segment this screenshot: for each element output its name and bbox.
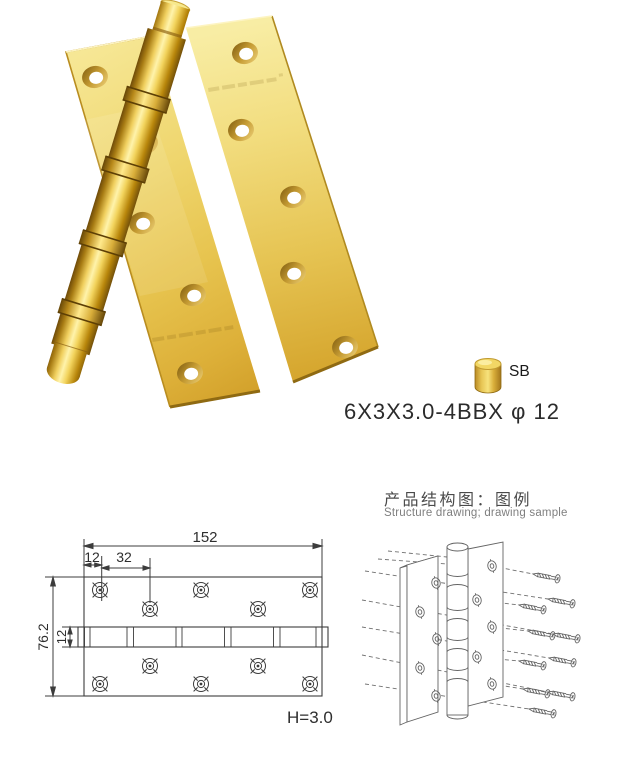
hinge-outline — [77, 576, 329, 697]
structure-left-leaf — [399, 555, 439, 726]
screws — [517, 572, 582, 719]
dim-edge-margin: 12 — [84, 549, 100, 565]
structure-barrel — [446, 542, 469, 720]
dimension-lines — [45, 539, 324, 698]
hinge-barrel — [46, 0, 191, 384]
embossed-brand-mark — [152, 325, 234, 342]
dim-overall-height: 76.2 — [35, 623, 51, 650]
dimension-drawing: 152 12 32 76.2 12 H=3.0 — [35, 529, 333, 727]
hinge-photo — [46, 0, 379, 409]
dim-overall-width: 152 — [192, 529, 217, 546]
dim-knuckle-width: 12 — [54, 630, 69, 644]
structure-right-leaf — [467, 541, 504, 707]
dim-thickness: H=3.0 — [287, 708, 333, 727]
structure-holes — [415, 559, 497, 703]
embossed-brand-mark — [208, 73, 284, 92]
dim-hole-pitch: 32 — [116, 549, 132, 565]
product-code: 6X3X3.0-4BBX φ 12 — [344, 399, 560, 424]
hole-symbols — [92, 582, 318, 692]
finish-swatch-cylinder — [474, 358, 502, 394]
structure-title-en: Structure drawing; drawing sample — [384, 507, 568, 519]
dimension-labels: 152 12 32 76.2 12 H=3.0 — [35, 529, 333, 727]
structure-drawing — [361, 541, 582, 726]
bearing-collar — [57, 85, 171, 327]
structure-title-zh: 产品结构图：图例 — [384, 492, 533, 509]
hinge-right-leaf — [185, 15, 379, 384]
screw-hole — [228, 41, 358, 359]
finish-swatch-label: SB — [509, 363, 530, 380]
